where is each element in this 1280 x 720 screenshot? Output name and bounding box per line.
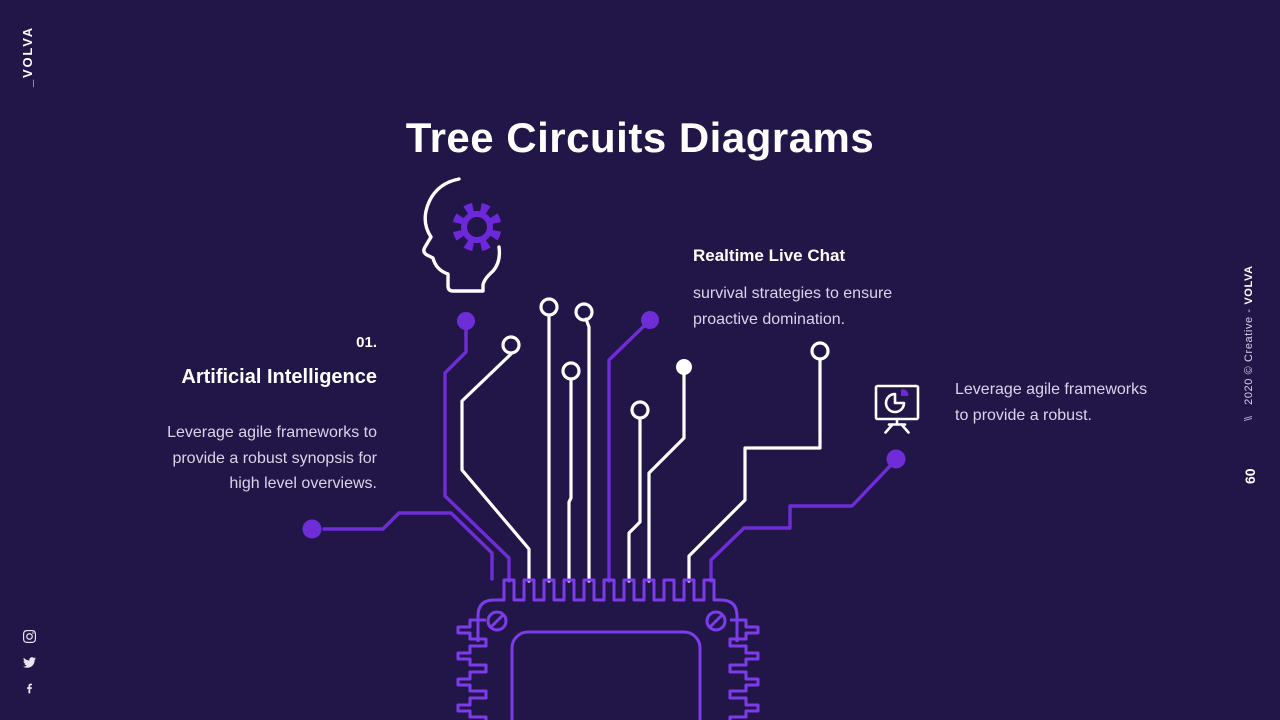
terminal-ring [810, 341, 830, 361]
brand-logo-vertical: _VOLVA [20, 26, 35, 87]
head-with-gear-icon [422, 177, 502, 293]
twitter-icon[interactable] [22, 655, 36, 669]
social-links [22, 629, 36, 695]
slashes-decoration: \\ [1243, 416, 1255, 421]
chip-left-pins [456, 618, 488, 720]
slide-title: Tree Circuits Diagrams [405, 114, 875, 161]
gear-icon [452, 202, 502, 252]
terminal-ring [501, 335, 521, 355]
terminal-ring [630, 400, 650, 420]
copyright-brand: VOLVA [1243, 265, 1255, 305]
feature-heading: Artificial Intelligence [181, 366, 377, 388]
facebook-icon[interactable] [22, 681, 36, 695]
terminal-dot [302, 519, 322, 539]
presentation-pie-chart-icon [874, 384, 920, 434]
terminal-ring [574, 302, 594, 322]
feature-heading: Realtime Live Chat [693, 246, 846, 265]
circuit-traces-white [460, 297, 830, 583]
screw-icon [705, 610, 727, 632]
terminal-ring [561, 361, 581, 381]
terminal-ring [539, 297, 559, 317]
feature-body: Leverage agile frameworks to provide a r… [955, 381, 1148, 424]
cpu-chip [456, 578, 760, 720]
circuit-traces-purple [302, 311, 906, 583]
copyright-vertical: \\ 2020 © Creative - VOLVA [1243, 265, 1255, 421]
terminal-dot [641, 311, 659, 329]
chip-top-pins [476, 578, 739, 642]
feature-block-artificial-intelligence: 01. Artificial Intelligence Leverage agi… [77, 334, 377, 497]
terminal-dot [457, 312, 475, 330]
feature-number: 01. [356, 334, 377, 351]
feature-block-realtime-live-chat: Realtime Live Chat survival strategies t… [693, 246, 953, 332]
copyright-text: 2020 © Creative - [1243, 304, 1255, 405]
chip-right-pins [728, 618, 760, 720]
feature-body: survival strategies to ensure proactive … [693, 285, 893, 328]
screw-icon [486, 610, 508, 632]
feature-body: Leverage agile frameworks to provide a r… [167, 424, 377, 492]
feature-block-agile-frameworks: Leverage agile frameworks to provide a r… [955, 377, 1195, 428]
page-number: 60 [1242, 468, 1258, 484]
chip-core [510, 630, 702, 720]
pie-slice [901, 389, 909, 396]
terminal-dot [886, 449, 906, 469]
instagram-icon[interactable] [22, 629, 36, 643]
terminal-dot-white [676, 359, 692, 375]
